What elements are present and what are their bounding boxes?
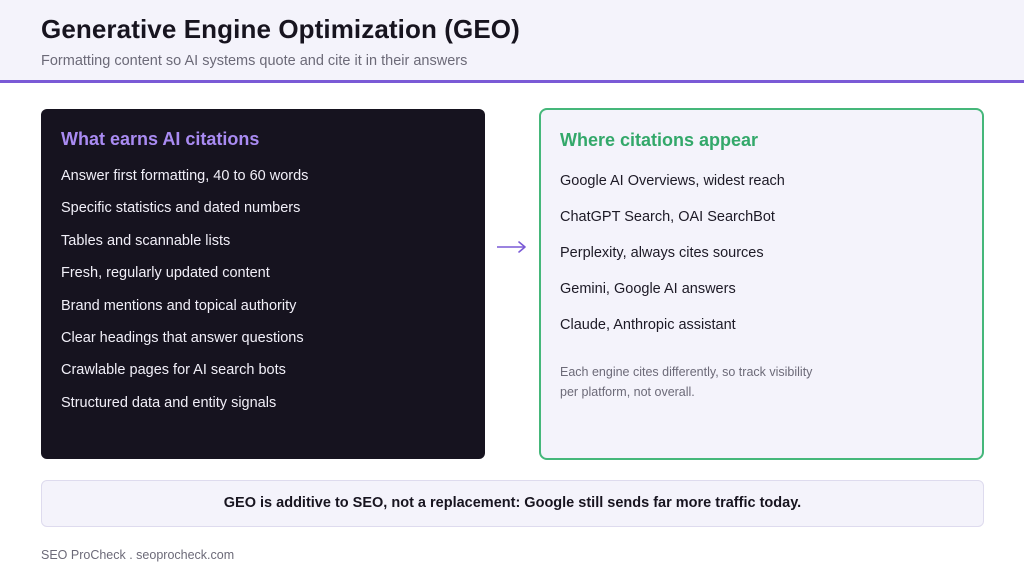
list-item: Claude, Anthropic assistant <box>560 317 736 333</box>
citation-factors-title: What earns AI citations <box>61 129 260 149</box>
citation-factors-list: Answer first formatting, 40 to 60 words … <box>61 167 308 426</box>
citation-platforms-panel: Where citations appear Google AI Overvie… <box>539 108 984 460</box>
list-item: Brand mentions and topical authority <box>61 297 297 314</box>
arrow-right-icon <box>494 232 530 262</box>
header: Generative Engine Optimization (GEO) For… <box>0 0 1024 83</box>
summary-banner: GEO is additive to SEO, not a replacemen… <box>41 480 984 527</box>
list-item: Specific statistics and dated numbers <box>61 200 301 217</box>
list-item: Gemini, Google AI answers <box>560 281 736 297</box>
list-item: Fresh, regularly updated content <box>61 265 270 282</box>
platforms-note: Each engine cites differently, so track … <box>560 365 813 399</box>
list-item: Clear headings that answer questions <box>61 329 304 346</box>
list-item: Google AI Overviews, widest reach <box>560 173 785 189</box>
list-item: Answer first formatting, 40 to 60 words <box>61 168 309 184</box>
footer-credit: SEO ProCheck . seoprocheck.com <box>41 548 235 562</box>
citation-platforms-list: Google AI Overviews, widest reach ChatGP… <box>560 172 785 352</box>
list-item: Structured data and entity signals <box>61 394 277 411</box>
list-item: Crawlable pages for AI search bots <box>61 362 286 379</box>
list-item: Tables and scannable lists <box>61 232 231 249</box>
page-subtitle: Formatting content so AI systems quote a… <box>41 53 468 69</box>
list-item: ChatGPT Search, OAI SearchBot <box>560 209 775 225</box>
page-title: Generative Engine Optimization (GEO) <box>41 14 520 44</box>
list-item: Perplexity, always cites sources <box>560 245 764 261</box>
citation-factors-panel: What earns AI citations Answer first for… <box>41 109 485 459</box>
citation-platforms-title: Where citations appear <box>560 130 759 150</box>
